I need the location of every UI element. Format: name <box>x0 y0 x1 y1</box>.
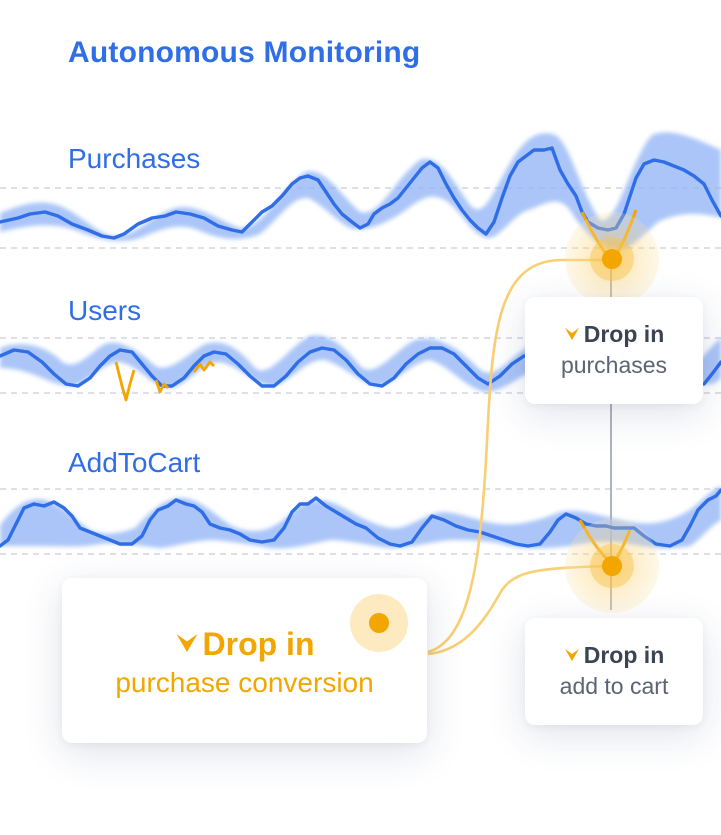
alert-main-indicator-dot <box>369 613 389 633</box>
alert-addtocart-sub: add to cart <box>559 673 669 699</box>
alert-addtocart-head-row: Drop in <box>525 642 703 669</box>
alert-main-sub: purchase conversion <box>115 667 374 698</box>
connector-to-purchases <box>427 258 612 654</box>
metric-label-users: Users <box>68 295 142 326</box>
metric-label-purchases: Purchases <box>68 143 201 174</box>
alert-main-indicator <box>350 594 408 652</box>
page-title: Autonomous Monitoring <box>68 36 421 69</box>
anomaly-marker-purchases <box>565 212 659 306</box>
connectors <box>427 258 613 656</box>
connector-to-addtocart <box>427 564 613 656</box>
purchases-band <box>0 132 721 250</box>
users-anomaly-3 <box>192 360 215 373</box>
users-band <box>0 335 530 392</box>
users-line-right <box>702 360 721 386</box>
chevron-down-icon <box>564 642 580 669</box>
anomaly-marker-addtocart <box>565 519 659 613</box>
alert-card-addtocart[interactable]: Drop in add to cart <box>525 618 703 725</box>
purchases-marker-dot <box>602 249 622 269</box>
addtocart-marker-dot <box>602 556 622 576</box>
users-band-right <box>700 338 721 385</box>
users-line <box>0 346 526 388</box>
chevron-down-icon <box>564 321 580 348</box>
alert-card-purchase-conversion[interactable]: Drop in purchase conversion <box>62 578 427 743</box>
alert-purchases-sub: purchases <box>560 352 668 378</box>
metric-label-addtocart: AddToCart <box>68 447 201 478</box>
alert-card-purchases[interactable]: Drop in purchases <box>525 297 703 404</box>
users-anomaly-1 <box>114 361 136 402</box>
alert-addtocart-head: Drop in <box>583 642 665 668</box>
chevron-down-icon <box>175 626 199 663</box>
alert-purchases-head-row: Drop in <box>525 321 703 348</box>
alert-main-head: Drop in <box>202 626 315 662</box>
series-users <box>0 335 721 402</box>
alert-main-head-row: Drop in <box>62 626 427 663</box>
users-anomaly-2 <box>154 379 169 394</box>
alert-purchases-head: Drop in <box>583 321 665 347</box>
